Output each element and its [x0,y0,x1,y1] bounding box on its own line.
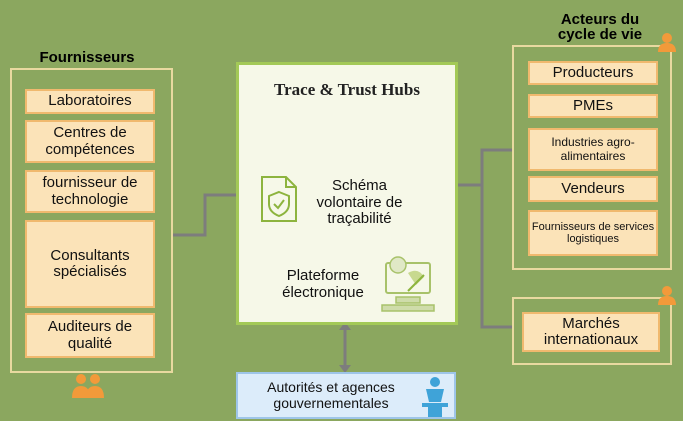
fournisseur-consultants: Consultants spécialisés [25,220,155,308]
acteur-producteurs: Producteurs [528,61,658,85]
marches-internationaux: Marchés internationaux [522,312,660,352]
gov-label: Autorités et agences gouvernementales [267,379,395,411]
person-icon [658,33,676,52]
fournisseurs-bracket-left [10,68,173,373]
acteur-pmes: PMEs [528,94,658,118]
marches-bracket-right [512,297,672,365]
acteur-logistiques: Fournisseurs de services logistiques [528,210,658,256]
fournisseurs-bracket-right [160,68,173,373]
hub-title: Trace & Trust Hubs [274,80,420,99]
platform-icon [381,256,435,312]
fournisseurs-title: Fournisseurs [39,49,135,66]
fournisseur-auditeurs: Auditeurs de qualité [25,313,155,358]
hub-scheme-text: Schéma volontaire de traçabilité [316,177,403,227]
fournisseur-centres: Centres de compétences [25,120,155,163]
acteur-vendeurs: Vendeurs [528,176,658,202]
acteurs-title-line2: cycle de vie [557,26,643,43]
acteurs-bracket-right [512,45,672,270]
fournisseur-technologie: fournisseur de technologie [25,170,155,213]
official-person-icon [422,377,448,417]
fournisseur-laboratoires: Laboratoires [25,89,155,114]
gov-box: Autorités et agences gouvernementales [236,372,456,419]
people-icon [72,374,104,398]
trace-trust-hub: Trace & Trust Hubs [236,62,458,325]
document-shield-icon [261,176,297,222]
hub-platform-text: Plateforme électronique [282,267,364,301]
acteurs-title-line1: Acteurs du [560,11,640,28]
person-icon-markets [658,286,676,305]
acteur-industries: Industries agro-alimentaires [528,128,658,171]
